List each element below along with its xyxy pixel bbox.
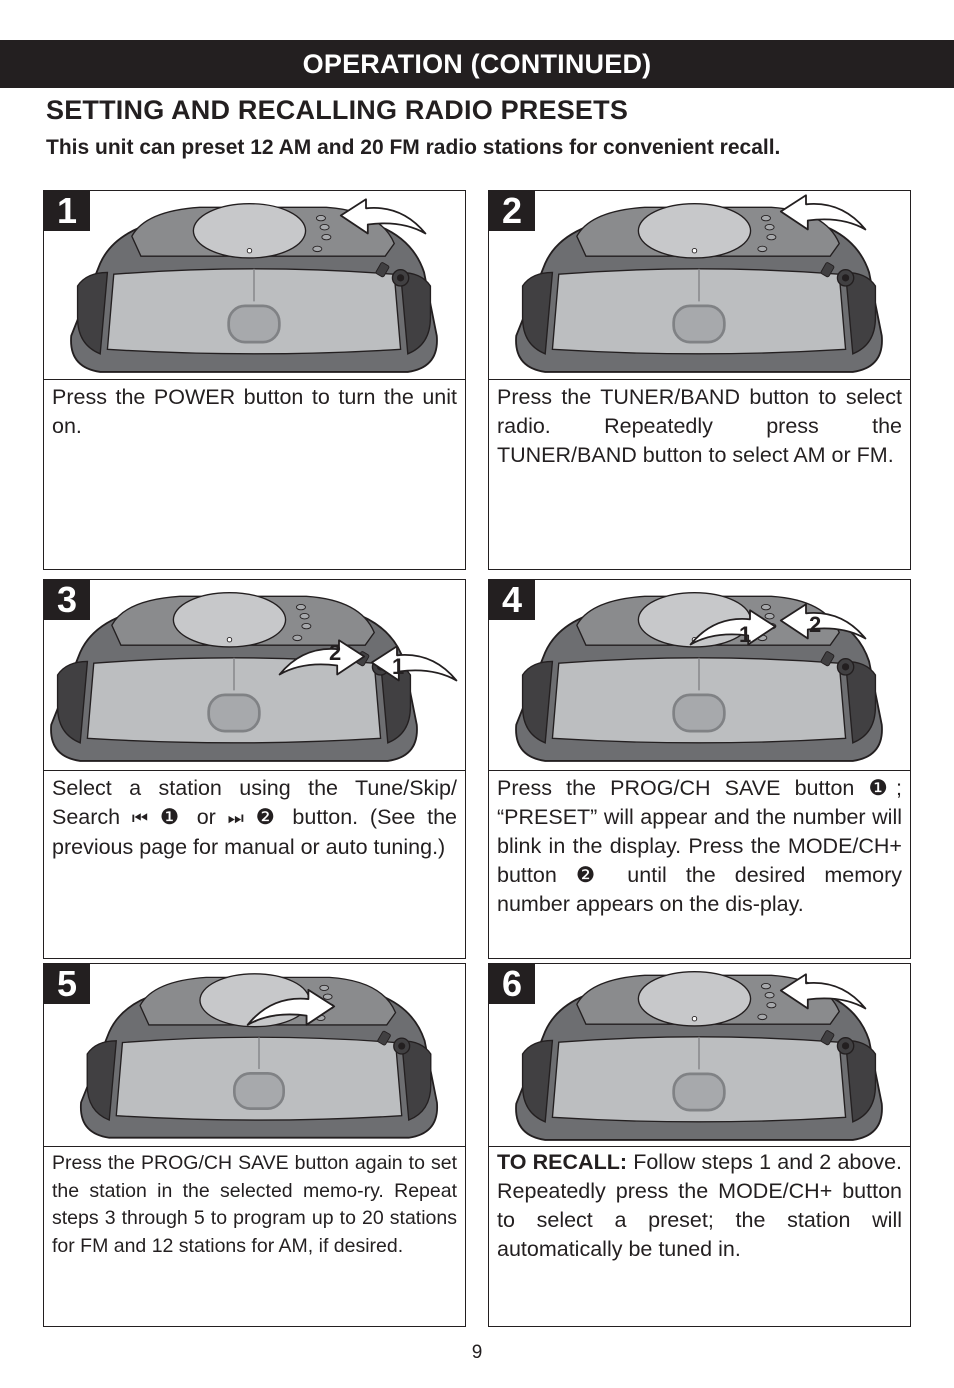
boombox-illustration <box>489 964 910 1147</box>
step-panel-6: 6 TO RECALL: Follow steps 1 and 2 above.… <box>488 963 911 1327</box>
recall-label: TO RECALL: <box>497 1150 628 1174</box>
step-number-6: 6 <box>489 963 535 1004</box>
arrow-label-1: 1 <box>739 622 751 647</box>
marker-1-icon: ❶ <box>868 776 897 800</box>
text-segment: Select a station using the Tune/Skip/ Se… <box>52 776 457 829</box>
skip-back-icon: ⏮ <box>131 808 149 828</box>
text-segment: until the desired memory number appears … <box>497 863 903 916</box>
marker-2-icon: ❷ <box>575 863 609 887</box>
text-segment: Press the PROG/CH SAVE button <box>497 776 869 800</box>
boombox-illustration: 2 1 <box>44 580 465 771</box>
arrow-label-2: 2 <box>809 612 821 637</box>
page-number: 9 <box>471 1342 483 1363</box>
step-number-5: 5 <box>44 963 90 1004</box>
marker-1-icon: ❶ <box>159 805 185 829</box>
marker-2-icon: ❷ <box>255 805 281 829</box>
boombox-illustration <box>489 191 910 380</box>
step-number-4: 4 <box>489 579 535 620</box>
section-header-bar: OPERATION (CONTINUED) <box>0 40 954 88</box>
step-description: Press the PROG/CH SAVE button again to s… <box>52 1152 457 1257</box>
skip-forward-icon: ⏭ <box>227 808 244 828</box>
header-title: OPERATION (CONTINUED) <box>302 48 652 79</box>
boombox-illustration <box>44 964 465 1147</box>
text-segment: ; “PRESET” will appear and the number wi… <box>497 776 902 887</box>
arrow-label-1: 1 <box>392 654 404 679</box>
step-panel-3: 3 2 1 Select a station using the Tune/Sk… <box>43 579 466 959</box>
step-description: Press the PROG/CH SAVE button ❶; “PRESET… <box>497 774 902 919</box>
step-panel-5: 5 Press the PROG/CH SAVE button again to… <box>43 963 466 1327</box>
step-number-2: 2 <box>489 190 535 231</box>
step-panel-1: 1 Press the POWER button to turn the uni… <box>43 190 466 570</box>
text-segment: Follow steps 1 and 2 above. Repeatedly p… <box>497 1150 902 1261</box>
step-description: Press the TUNER/BAND button to select ra… <box>497 385 902 467</box>
step-panel-4: 4 1 2 Press the PROG/CH SAVE button ❶; “… <box>488 579 911 959</box>
step-number-1: 1 <box>44 190 90 231</box>
step-description: Press the POWER button to turn the unit … <box>52 385 457 438</box>
boombox-illustration <box>44 191 465 380</box>
arrow-label-2: 2 <box>329 640 341 665</box>
step-description: TO RECALL: Follow steps 1 and 2 above. R… <box>497 1148 902 1264</box>
step-number-3: 3 <box>44 579 90 620</box>
section-subtitle: This unit can preset 12 AM and 20 FM rad… <box>46 136 781 159</box>
text-segment: button. (See the previous page for manua… <box>52 805 457 859</box>
step-description: Select a station using the Tune/Skip/ Se… <box>52 774 457 862</box>
boombox-illustration: 1 2 <box>489 580 910 771</box>
step-panel-2: 2 Press the TUNER/BAND button to select … <box>488 190 911 570</box>
text-segment: or <box>184 805 228 829</box>
section-title: SETTING AND RECALLING RADIO PRESETS <box>46 95 629 125</box>
